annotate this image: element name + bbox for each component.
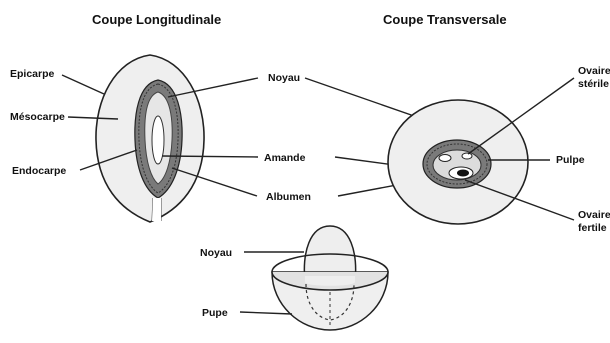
transversal-section: [388, 100, 528, 224]
longitudinal-stalk-fill: [152, 198, 161, 221]
label-mesocarpe: Mésocarpe: [10, 111, 65, 123]
three-d-noyau-base: [305, 276, 355, 286]
leader-amande-longitudinal: [162, 156, 258, 157]
label-pupe: Pupe: [202, 307, 228, 319]
label-ovaire-sterile-line2: stérile: [578, 78, 609, 90]
label-endocarpe: Endocarpe: [12, 165, 66, 177]
label-noyau-bottom: Noyau: [200, 247, 232, 259]
label-ovaire-sterile-line1: Ovaire: [578, 65, 610, 77]
label-ovaire-fertile-line1: Ovaire: [578, 209, 610, 221]
transversal-seed: [457, 170, 469, 177]
longitudinal-section: [96, 55, 204, 222]
label-amande-center: Amande: [264, 152, 306, 164]
label-noyau-center: Noyau: [268, 72, 300, 84]
label-albumen-center: Albumen: [266, 191, 311, 203]
label-epicarpe: Epicarpe: [10, 68, 55, 80]
longitudinal-amande: [152, 116, 164, 164]
label-ovaire-fertile-line2: fertile: [578, 222, 607, 234]
title-transversal: Coupe Transversale: [383, 12, 507, 27]
leader-epicarpe: [62, 75, 104, 94]
leader-pupe: [240, 312, 292, 314]
transversal-sterile-ovary-1: [439, 155, 451, 162]
label-pulpe: Pulpe: [556, 154, 585, 166]
transversal-sterile-ovary-2: [462, 153, 472, 159]
title-longitudinal: Coupe Longitudinale: [92, 12, 221, 27]
